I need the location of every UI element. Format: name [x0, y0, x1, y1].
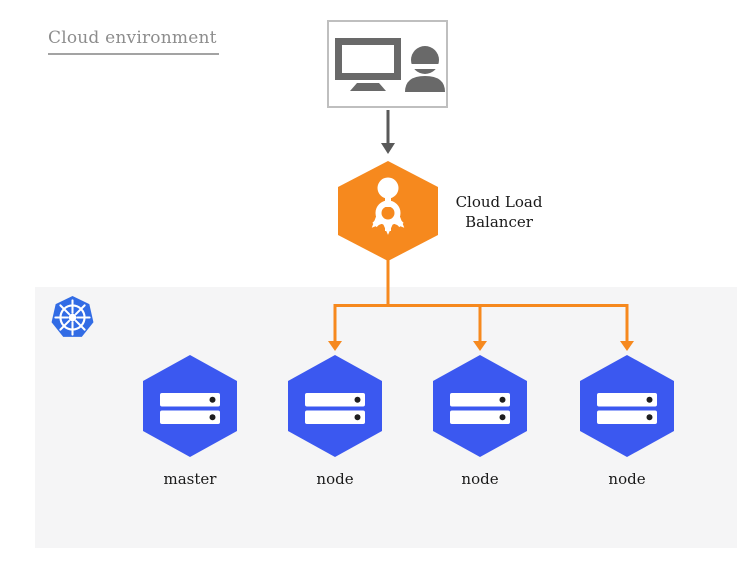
node-label: master: [163, 470, 217, 488]
load-balancer-icon: [338, 161, 438, 261]
arrow-down-icon: [381, 110, 395, 154]
cluster-node-master: master: [143, 355, 237, 488]
workstation-user-icon: [335, 38, 445, 92]
load-balancer-node: [338, 161, 438, 261]
page-title: Cloud environment: [48, 28, 219, 55]
server-icon: [288, 355, 382, 457]
node-label: node: [316, 470, 354, 488]
user-workstation-box: [327, 20, 448, 108]
kubernetes-helm-icon: [51, 295, 94, 337]
server-icon: [433, 355, 527, 457]
server-icon: [143, 355, 237, 457]
node-label: node: [461, 470, 499, 488]
cluster-node-1: node: [288, 355, 382, 488]
server-icon: [580, 355, 674, 457]
load-balancer-label: Cloud Load Balancer: [455, 193, 543, 231]
cluster-node-2: node: [433, 355, 527, 488]
cluster-node-3: node: [580, 355, 674, 488]
node-label: node: [608, 470, 646, 488]
